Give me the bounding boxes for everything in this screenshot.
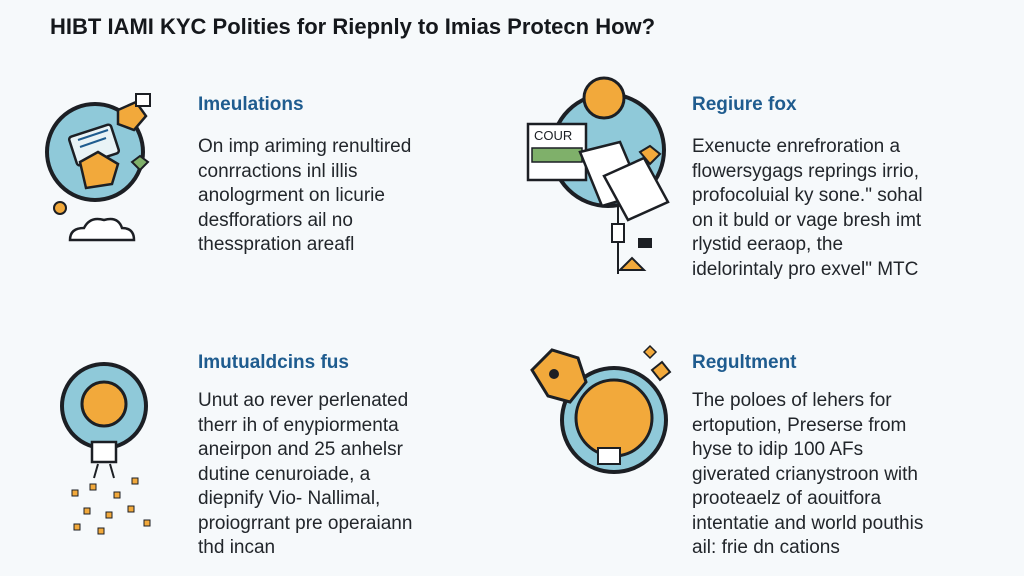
section-2-line: rlystid eeraop, the — [692, 234, 844, 255]
section-3-body: Unut ao rever perlenated therr ih of eny… — [198, 389, 412, 561]
section-3-line: Unut ao rever perlenated — [198, 390, 409, 411]
section-3-line: aneirpon and 25 anhelsr — [198, 439, 403, 460]
section-1-line: On imp ariming renultired — [198, 136, 412, 157]
section-1-line: conrractions inl illis — [198, 160, 358, 182]
section-2-line: profocoluial ky sone." sohal — [692, 185, 923, 206]
section-1-line: thesspration areafl — [198, 234, 355, 255]
section-2-title: Regiure fox — [692, 94, 797, 115]
section-2-body: Exenucte enrefroration a flowersygags re… — [692, 135, 923, 282]
section-4-line: ail: frie dn cations — [692, 537, 840, 558]
sign-label: COUR — [534, 128, 572, 143]
section-3-line: proiogrrant pre operaiann — [198, 512, 413, 534]
section-4-body: The poloes of lehers for ertopution, Pre… — [692, 389, 923, 561]
section-4-line: prooteaelz of aouitfora — [692, 488, 882, 509]
section-1-body: On imp ariming renultired conrractions i… — [198, 135, 411, 258]
section-4-line: ertopution, Preserse from — [692, 414, 907, 436]
magnifier-coin-icon — [530, 344, 672, 474]
section-4-title: Regultment — [692, 352, 797, 373]
section-2-line: idelorintaly pro exvel" MTC — [692, 258, 919, 280]
section-1-title: Imeulations — [198, 94, 304, 115]
section-1-line: desfforatiors ail no — [198, 209, 353, 231]
section-3-line: dutine cenuroiade, a — [198, 463, 371, 485]
section-3-line: thd incan — [198, 537, 276, 558]
section-4-line: The poloes of lehers for — [692, 390, 892, 411]
section-4-line: intentatie and world pouthis — [692, 512, 924, 534]
bitcoin-documents-icon: COUR — [526, 76, 670, 274]
section-2-line: on it buld or vage bresh imt — [692, 209, 922, 231]
section-4-line: hyse to idip 100 AFs — [692, 439, 864, 460]
bitcoin-bulb-icon — [60, 362, 151, 535]
section-3-line: diepnify Vio- Nallimal, — [198, 488, 381, 509]
section-2-line: Exenucte enrefroration a — [692, 136, 901, 157]
hand-laptop-icon — [45, 93, 151, 242]
section-3-title: Imutualdcins fus — [198, 352, 349, 373]
section-3-line: therr ih of enypiormenta — [198, 414, 399, 436]
page-title: HIBT IAMI KYC Polities for Riepnly to Im… — [50, 14, 656, 39]
section-1-line: anologrment on licurie — [198, 185, 385, 206]
section-4-line: giverated crianystroon with — [692, 463, 918, 485]
section-2-line: flowersygags reprings irrio, — [692, 160, 920, 182]
